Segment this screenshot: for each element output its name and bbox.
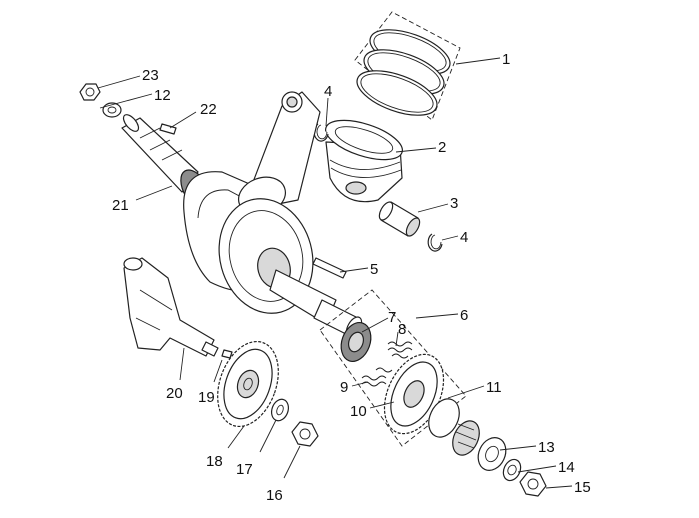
callout-8: 8 bbox=[398, 321, 406, 338]
callout-17: 17 bbox=[236, 461, 253, 478]
callout-4-lower: 4 bbox=[460, 229, 468, 246]
callout-9: 9 bbox=[340, 379, 348, 396]
plate bbox=[428, 398, 480, 456]
spring bbox=[387, 341, 413, 359]
callout-20: 20 bbox=[166, 385, 183, 402]
callout-12: 12 bbox=[154, 87, 171, 104]
callout-15: 15 bbox=[574, 479, 591, 496]
balancer-gear bbox=[217, 340, 279, 428]
callout-21: 21 bbox=[112, 197, 129, 214]
callout-14: 14 bbox=[558, 459, 575, 476]
nut-balancer bbox=[291, 421, 319, 447]
callout-4: 4 bbox=[324, 83, 332, 100]
leader-lines bbox=[97, 57, 573, 489]
circlip-lower bbox=[427, 233, 443, 252]
gear-assembly bbox=[319, 289, 467, 447]
callout-11: 11 bbox=[486, 379, 502, 396]
piston-rings bbox=[354, 11, 461, 121]
callout-22: 22 bbox=[200, 101, 217, 118]
callout-13: 13 bbox=[538, 439, 555, 456]
callout-2: 2 bbox=[438, 139, 446, 156]
key bbox=[312, 257, 347, 279]
callout-16: 16 bbox=[266, 487, 283, 504]
drive-gear bbox=[383, 353, 445, 435]
balancer-key bbox=[221, 349, 233, 359]
callout-19: 19 bbox=[198, 389, 215, 406]
callout-18: 18 bbox=[206, 453, 223, 470]
piston bbox=[325, 119, 403, 203]
callout-3: 3 bbox=[450, 195, 458, 212]
gear-hub bbox=[340, 322, 372, 362]
spring-lower bbox=[361, 367, 393, 387]
callout-5: 5 bbox=[370, 261, 378, 278]
washer-balancer bbox=[270, 398, 290, 422]
nut bbox=[519, 471, 547, 497]
nut-crank bbox=[79, 83, 101, 101]
balancer-shaft bbox=[123, 257, 219, 357]
washer-small bbox=[502, 458, 522, 482]
callout-23: 23 bbox=[142, 67, 159, 84]
callout-10: 10 bbox=[350, 403, 367, 420]
piston-pin bbox=[378, 201, 421, 237]
callout-numbers: 1 2 3 4 4 5 6 7 8 9 10 11 12 13 14 15 16… bbox=[112, 51, 591, 504]
callout-1: 1 bbox=[502, 51, 510, 68]
washer bbox=[102, 102, 122, 118]
callout-6: 6 bbox=[460, 307, 468, 324]
callout-7: 7 bbox=[388, 309, 396, 326]
washer-large bbox=[477, 437, 507, 471]
